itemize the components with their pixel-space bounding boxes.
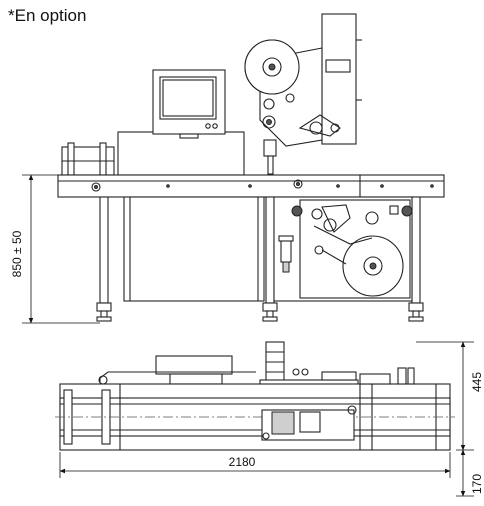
filter-regulator	[278, 235, 294, 273]
conveyor-top	[55, 383, 455, 451]
touch-screen	[152, 69, 226, 139]
depth-top-label: 445	[470, 372, 484, 392]
depth-bottom-label: 170	[470, 474, 484, 494]
front-view: 850 ± 50	[10, 13, 445, 324]
top-view: 2180 445 170	[55, 341, 484, 497]
depth-dimension: 445 170	[416, 341, 484, 497]
optional-side-guide	[61, 142, 115, 176]
length-dimension: 2180	[59, 452, 451, 478]
labeler-head	[244, 13, 362, 175]
height-dimension: 850 ± 50	[10, 174, 100, 324]
conveyor-beam	[57, 174, 445, 198]
optional-note: *En option	[8, 6, 87, 25]
length-dimension-label: 2180	[229, 455, 256, 469]
rewinder-unit	[291, 199, 413, 299]
touch-screen-top	[155, 355, 233, 375]
height-dimension-label: 850 ± 50	[10, 230, 24, 277]
applicator-top	[261, 405, 357, 441]
rail-posts	[359, 367, 415, 385]
